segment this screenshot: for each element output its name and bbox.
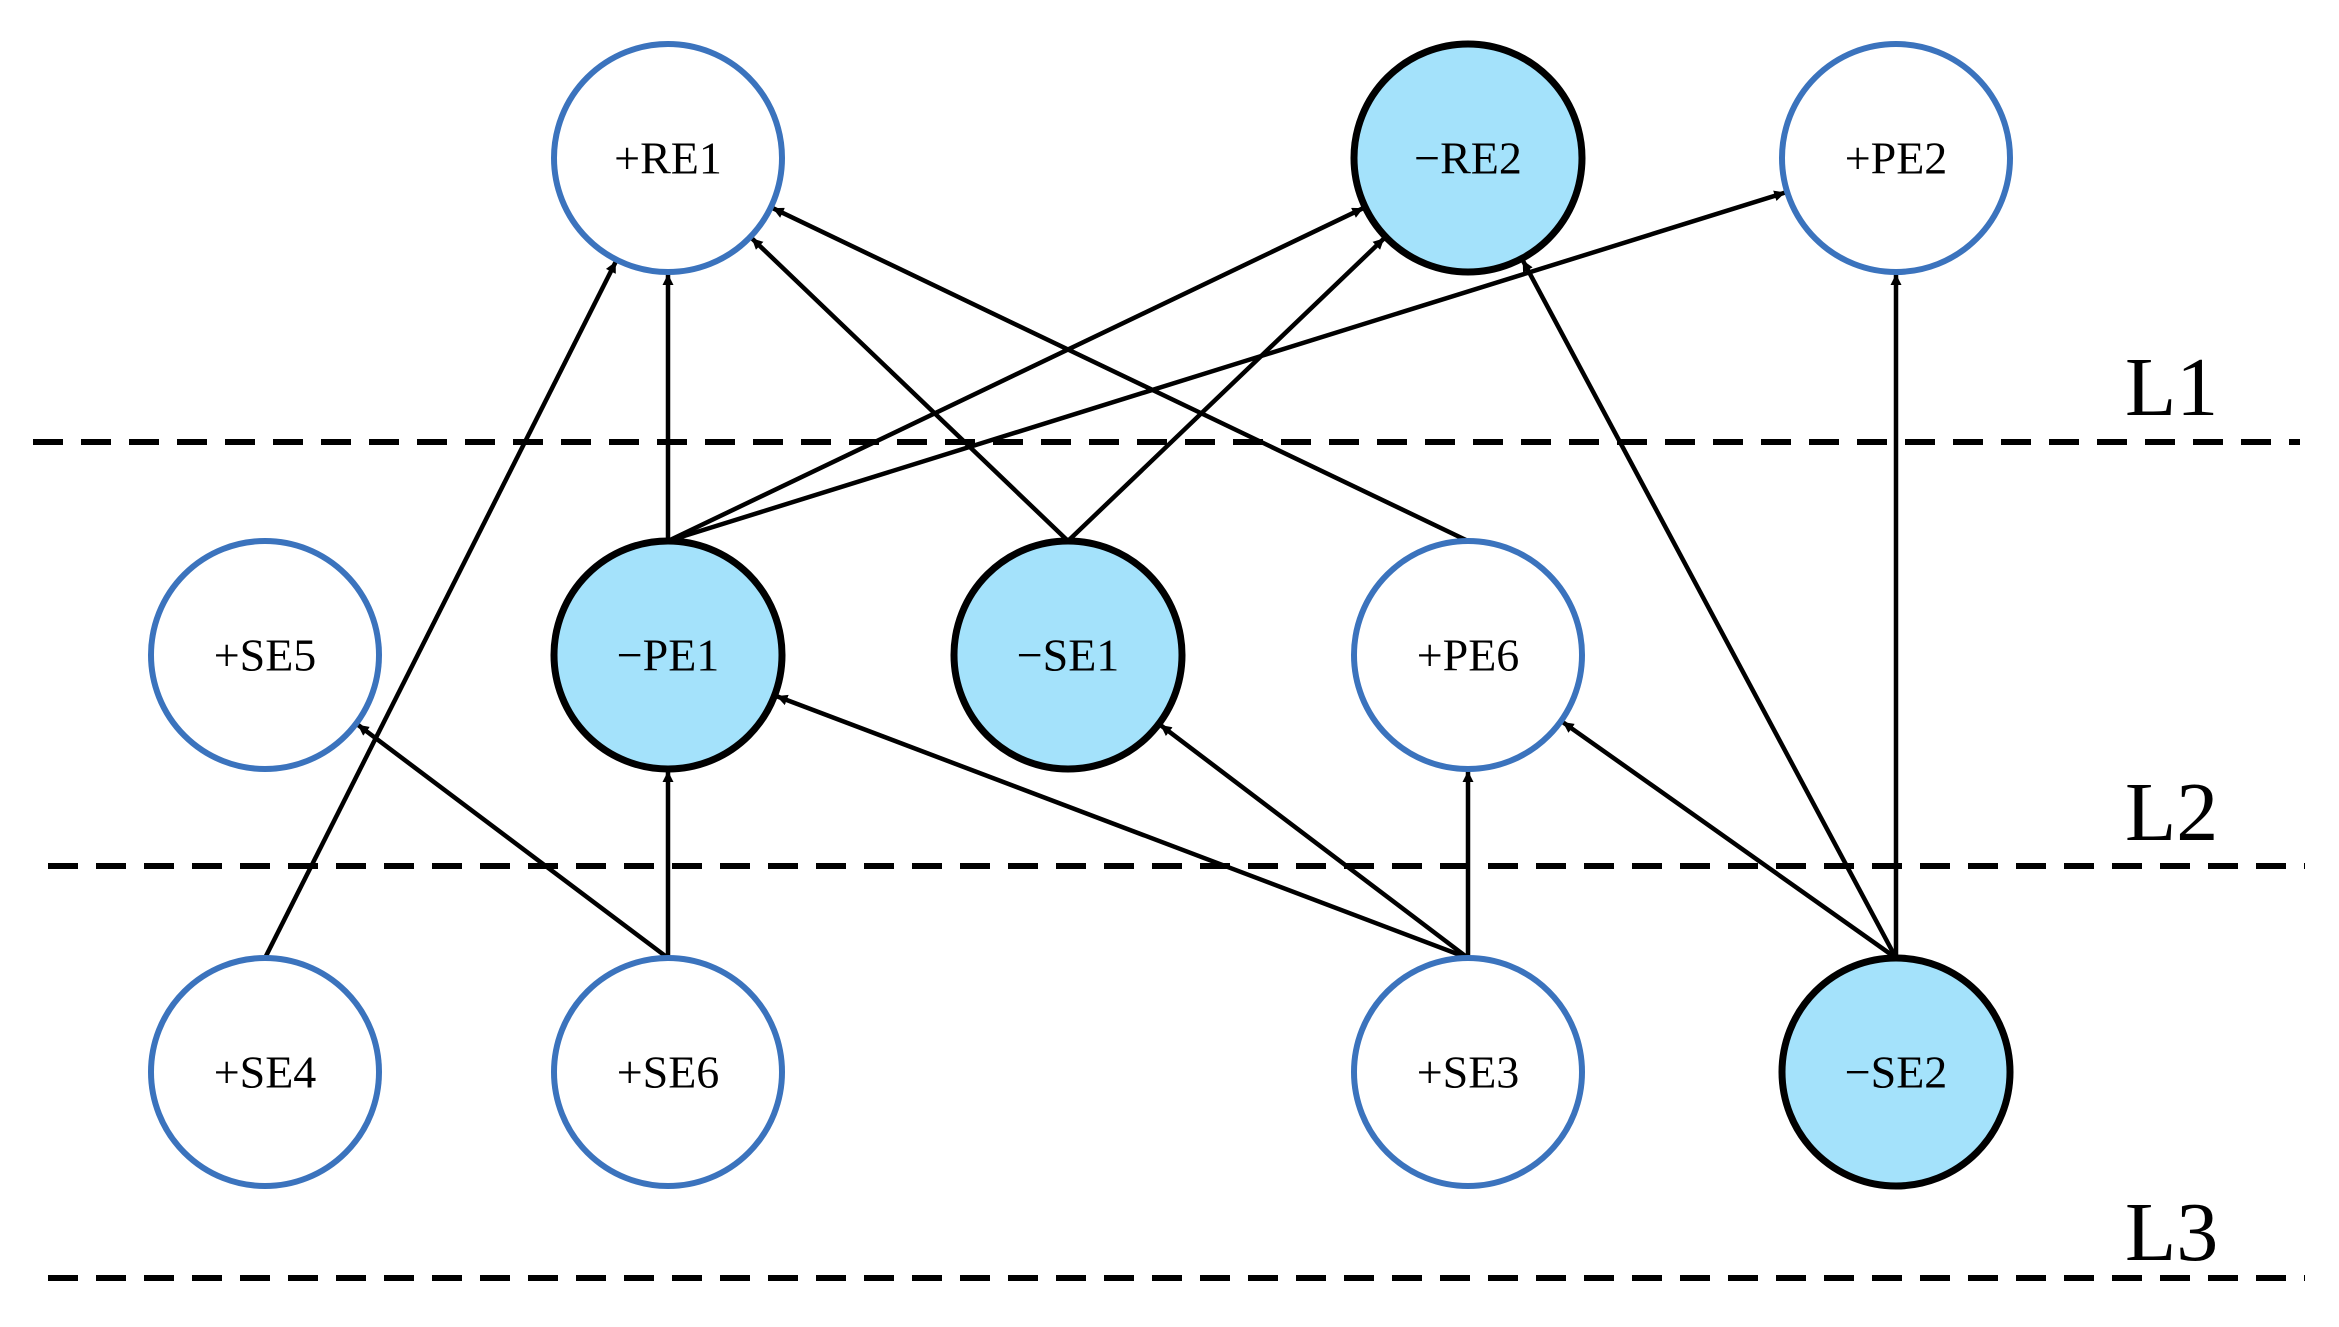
node-label-pe2: +PE2 (1845, 133, 1948, 184)
layer-dividers (33, 439, 2305, 1281)
node-se2: −SE2 (1778, 954, 2014, 1190)
node-label-se5: +SE5 (214, 630, 317, 681)
node-re2: −RE2 (1350, 40, 1586, 276)
node-se5: +SE5 (148, 538, 382, 772)
node-pe6: +PE6 (1351, 538, 1585, 772)
edge-se3-to-pe1 (775, 693, 1469, 961)
edge-se4-to-re1 (262, 260, 618, 960)
edges (262, 190, 1902, 961)
node-circle-pe6 (1351, 538, 1585, 772)
layer-label-l3: L3 (2125, 1186, 2218, 1279)
node-pe2: +PE2 (1779, 41, 2013, 275)
node-circle-se5 (148, 538, 382, 772)
node-label-pe1: −PE1 (617, 630, 720, 681)
node-circle-re1 (551, 41, 785, 275)
node-re1: +RE1 (551, 41, 785, 275)
node-label-se1: −SE1 (1017, 630, 1120, 681)
node-label-pe6: +PE6 (1417, 630, 1520, 681)
node-circle-se6 (551, 955, 785, 1189)
node-label-re2: −RE2 (1414, 133, 1522, 184)
node-se6: +SE6 (551, 955, 785, 1189)
edge-se2-to-re2 (1520, 259, 1898, 960)
node-se4: +SE4 (148, 955, 382, 1189)
node-circle-se4 (148, 955, 382, 1189)
edge-se6-to-se5 (356, 722, 670, 960)
node-circle-pe1 (550, 537, 786, 773)
node-label-re1: +RE1 (614, 133, 722, 184)
node-label-se6: +SE6 (617, 1047, 720, 1098)
edge-se3-to-se1 (1159, 723, 1470, 960)
node-se3: +SE3 (1351, 955, 1585, 1189)
layer-label-l1: L1 (2125, 341, 2218, 434)
node-pe1: −PE1 (550, 537, 786, 773)
node-circle-se2 (1778, 954, 2014, 1190)
node-circle-se1 (950, 537, 1186, 773)
nodes: +RE1 −RE2 +PE2 +SE5 −PE1 −SE1 +PE6 +SE4 +SE6 +SE3… (148, 40, 2014, 1190)
node-label-se2: −SE2 (1845, 1047, 1948, 1098)
edge-pe1-to-re2 (667, 206, 1365, 544)
node-se1: −SE1 (950, 537, 1186, 773)
edge-pe6-to-re1 (771, 206, 1469, 544)
edge-se1-to-re1 (750, 236, 1070, 543)
layer-label-l2: L2 (2125, 766, 2218, 859)
node-circle-pe2 (1779, 41, 2013, 275)
edge-se2-to-pe6 (1561, 720, 1898, 960)
node-label-se3: +SE3 (1417, 1047, 1520, 1098)
node-label-se4: +SE4 (214, 1047, 317, 1098)
edge-se1-to-re2 (1066, 236, 1386, 543)
layer-labels: L1 L2 L3 (2125, 341, 2218, 1279)
node-circle-re2 (1350, 40, 1586, 276)
node-circle-se3 (1351, 955, 1585, 1189)
edge-pe1-to-pe2 (667, 190, 1786, 544)
